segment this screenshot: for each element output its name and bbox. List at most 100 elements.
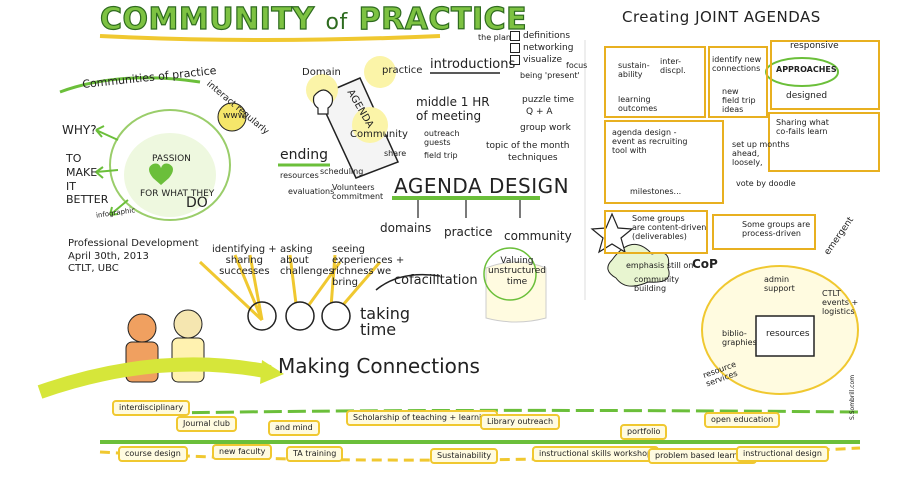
- designed-label: designed: [786, 91, 828, 101]
- connections-arrow: [37, 357, 272, 399]
- practice-label: practice: [382, 65, 423, 76]
- volunteers-line-1: Volunteers: [332, 183, 375, 192]
- outcomes-box: [604, 46, 706, 118]
- ident-line-1: identifying +: [212, 244, 277, 255]
- focus-label: focus: [566, 61, 588, 70]
- content-driven-box: [604, 210, 708, 254]
- learning-outcomes: learning outcomes: [618, 95, 657, 114]
- ade-line-2: event as recruiting: [612, 137, 688, 147]
- setup-line-2: ahead,: [732, 149, 760, 159]
- event-title: Professional Development: [68, 238, 199, 249]
- community-glow: [352, 107, 388, 143]
- identifying-successes: identifying + sharing successes: [212, 244, 277, 277]
- bib-line-2: graphies: [722, 337, 757, 347]
- field-trip: field trip: [424, 151, 458, 160]
- vote-doodle: vote by doodle: [736, 179, 796, 188]
- community-building: community building: [634, 275, 680, 294]
- success-face: [247, 301, 277, 331]
- taking-line: taking: [360, 304, 411, 323]
- content-line-2: are content-driven: [632, 223, 707, 233]
- passion-label: PASSION: [152, 154, 191, 164]
- content-driven: Some groups are content-driven (delivera…: [632, 214, 706, 242]
- sustainability-label: sustain- ability: [618, 61, 650, 80]
- www-label: www: [223, 111, 246, 121]
- title-practice: PRACTICE: [358, 2, 528, 37]
- puzzle-time: puzzle time: [522, 95, 575, 105]
- outreach-line-2: guests: [424, 137, 451, 147]
- ending-label: ending: [280, 147, 329, 163]
- topic-ta-training: TA training: [286, 446, 344, 463]
- techniques-label: techniques: [508, 153, 558, 163]
- share-label: share: [384, 149, 407, 158]
- process-driven: Some groups are process-driven: [742, 220, 810, 238]
- nft-line-3: ideas: [722, 104, 744, 114]
- infographic-arrow: [109, 199, 129, 216]
- admin-line-2: support: [764, 283, 795, 293]
- ident-line-3: successes: [219, 266, 270, 277]
- the-plan-label: the plan: [478, 33, 511, 42]
- page-title: COMMUNITY of PRACTICE: [99, 2, 528, 37]
- make-line-4: BETTER: [66, 193, 109, 207]
- outreach-line-1: outreach: [424, 129, 460, 138]
- ade-line-3: tool with: [612, 146, 647, 156]
- topic-new-faculty: new faculty: [212, 444, 273, 461]
- sub-practice: practice: [444, 225, 493, 239]
- setup-line-3: loosely,: [732, 158, 763, 168]
- ask-line-3: challenges: [280, 266, 334, 277]
- sun-rays-left: [198, 254, 264, 322]
- responsive-label: responsive: [790, 41, 839, 51]
- inter-line-2: discpl.: [660, 65, 686, 75]
- ctlt-line-3: logistics: [822, 306, 855, 316]
- topic-open-education: open education: [704, 412, 781, 429]
- connections-arrowhead: [260, 360, 284, 384]
- cofacilitation-curve: [375, 273, 441, 291]
- scheduling-label: scheduling: [320, 167, 364, 176]
- introductions-label: introductions: [430, 57, 516, 72]
- sustain-line-2: ability: [618, 69, 643, 79]
- taking-time: taking time: [360, 306, 410, 338]
- event-box: [604, 120, 724, 204]
- ctlt-line-1: CTLT: [822, 289, 841, 298]
- passion-circle: [109, 109, 231, 221]
- time-line: time: [360, 320, 397, 339]
- emphasis-label: emphasis still on: [626, 261, 694, 270]
- topic-isw: instructional skills workshop: [532, 446, 660, 463]
- topic-sotl: Scholarship of teaching + learning: [346, 410, 499, 427]
- valuing-line-2: unstructured: [488, 266, 546, 277]
- cb-line-1: community: [634, 275, 680, 284]
- volunteers-label: Volunteers commitment: [332, 183, 383, 202]
- group-work: group work: [520, 123, 571, 133]
- title-community: COMMUNITY: [99, 2, 315, 37]
- identify-connections: identify new connections: [712, 55, 761, 74]
- www-circle: [217, 102, 247, 132]
- cofails-box: [768, 112, 880, 172]
- outreach-guests: outreach guests: [424, 129, 460, 148]
- domain-label: Domain: [302, 67, 341, 78]
- topic-sustainability: Sustainability: [430, 448, 499, 465]
- setup-line-1: set up months: [732, 140, 790, 149]
- check-definitions: definitions: [510, 30, 573, 42]
- better-arrow: [95, 166, 119, 179]
- star-icon: [590, 212, 634, 254]
- event-date: April 30th, 2013: [68, 250, 149, 262]
- seeing-line-2: experiences +: [332, 255, 405, 266]
- topic-portfolio: portfolio: [620, 424, 668, 441]
- valuing-line-3: time: [506, 276, 528, 287]
- topic-and-mind: and mind: [268, 420, 320, 437]
- interdisciplinary-label: inter- discpl.: [660, 57, 686, 76]
- make-line-3: IT: [66, 179, 76, 193]
- heart-icon: [149, 163, 173, 185]
- topic-journal-club: Journal club: [176, 416, 237, 433]
- ctlt-line-2: events +: [822, 297, 859, 307]
- nft-line-2: field trip: [722, 95, 756, 105]
- title-underline: [99, 34, 441, 42]
- seeing-experiences: seeing experiences + richness we bring: [332, 244, 404, 288]
- new-field-trip: new field trip ideas: [722, 87, 756, 114]
- intro-checklist: definitions networking visualize: [510, 30, 573, 66]
- signature: S.Sombrill.com: [849, 374, 856, 420]
- agenda-design-branches: [417, 200, 521, 218]
- valuing-line-1: Valuing: [500, 256, 534, 266]
- making-connections-title: Making Connections: [278, 354, 480, 378]
- unstructured-blob: [485, 261, 547, 323]
- lightbulb-icon: [312, 89, 334, 115]
